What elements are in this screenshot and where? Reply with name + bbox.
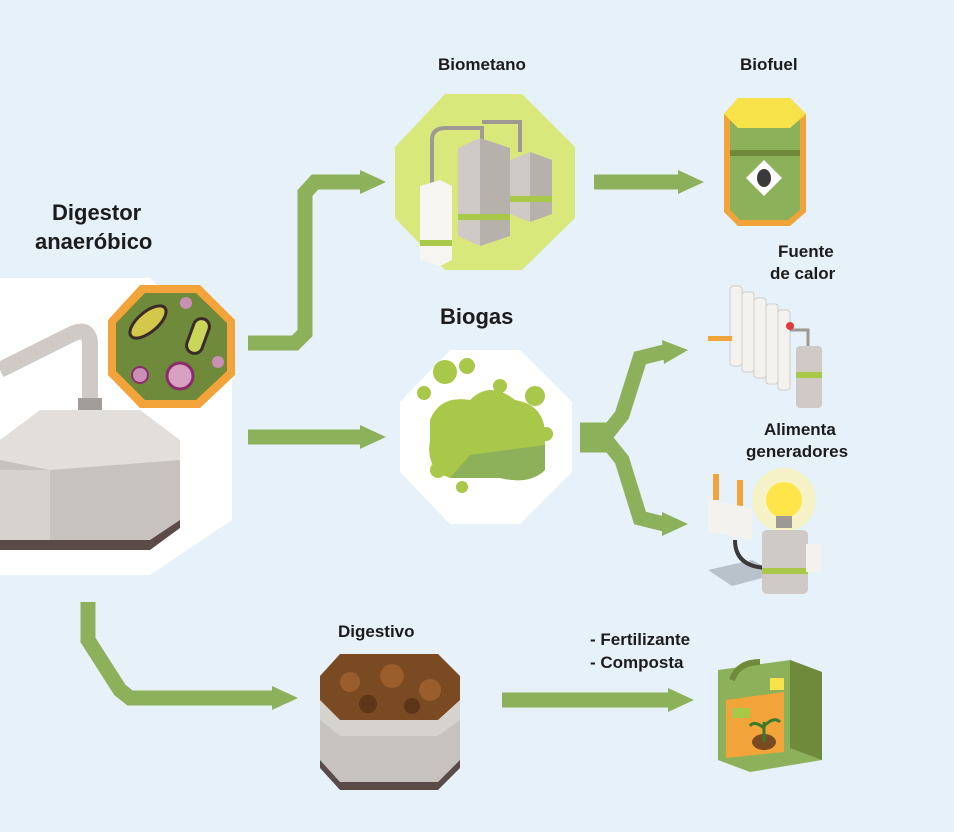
alimenta-label-line1: Alimenta: [764, 420, 836, 439]
digestate-tank-icon: [320, 654, 460, 790]
alimenta-label-line2: generadores: [746, 442, 849, 461]
arrow-biogas-to-alimenta: [580, 437, 666, 532]
bacteria-icon: [108, 285, 235, 408]
biogas-cloud-icon: [400, 350, 572, 524]
biofuel-label: Biofuel: [740, 55, 798, 74]
radiator-icon: [708, 285, 822, 408]
biometano-label: Biometano: [438, 55, 526, 74]
fuel-barrel-icon: [724, 98, 806, 226]
arrow-digestor-to-digestivo: [80, 602, 274, 706]
digestor-label-line1: Digestor: [52, 200, 142, 225]
fuente-label-line1: Fuente: [778, 242, 834, 261]
biomethane-tanks-icon: [395, 94, 575, 270]
biogas-label: Biogas: [440, 304, 514, 329]
arrow-digestor-to-biometano: [248, 174, 362, 351]
arrow-biogas-to-fuente: [580, 344, 666, 438]
digestor-label-line2: anaeróbico: [35, 229, 153, 254]
arrow-heads: [272, 170, 704, 712]
composta-label: - Composta: [590, 653, 684, 672]
plug-bulb-generator-icon: [708, 468, 822, 594]
fertilizante-label: - Fertilizante: [590, 630, 691, 649]
fertilizer-canister-icon: [718, 659, 822, 772]
digestivo-label: Digestivo: [338, 622, 415, 641]
fuente-label-line2: de calor: [770, 264, 836, 283]
flow-arrows: [80, 174, 680, 708]
